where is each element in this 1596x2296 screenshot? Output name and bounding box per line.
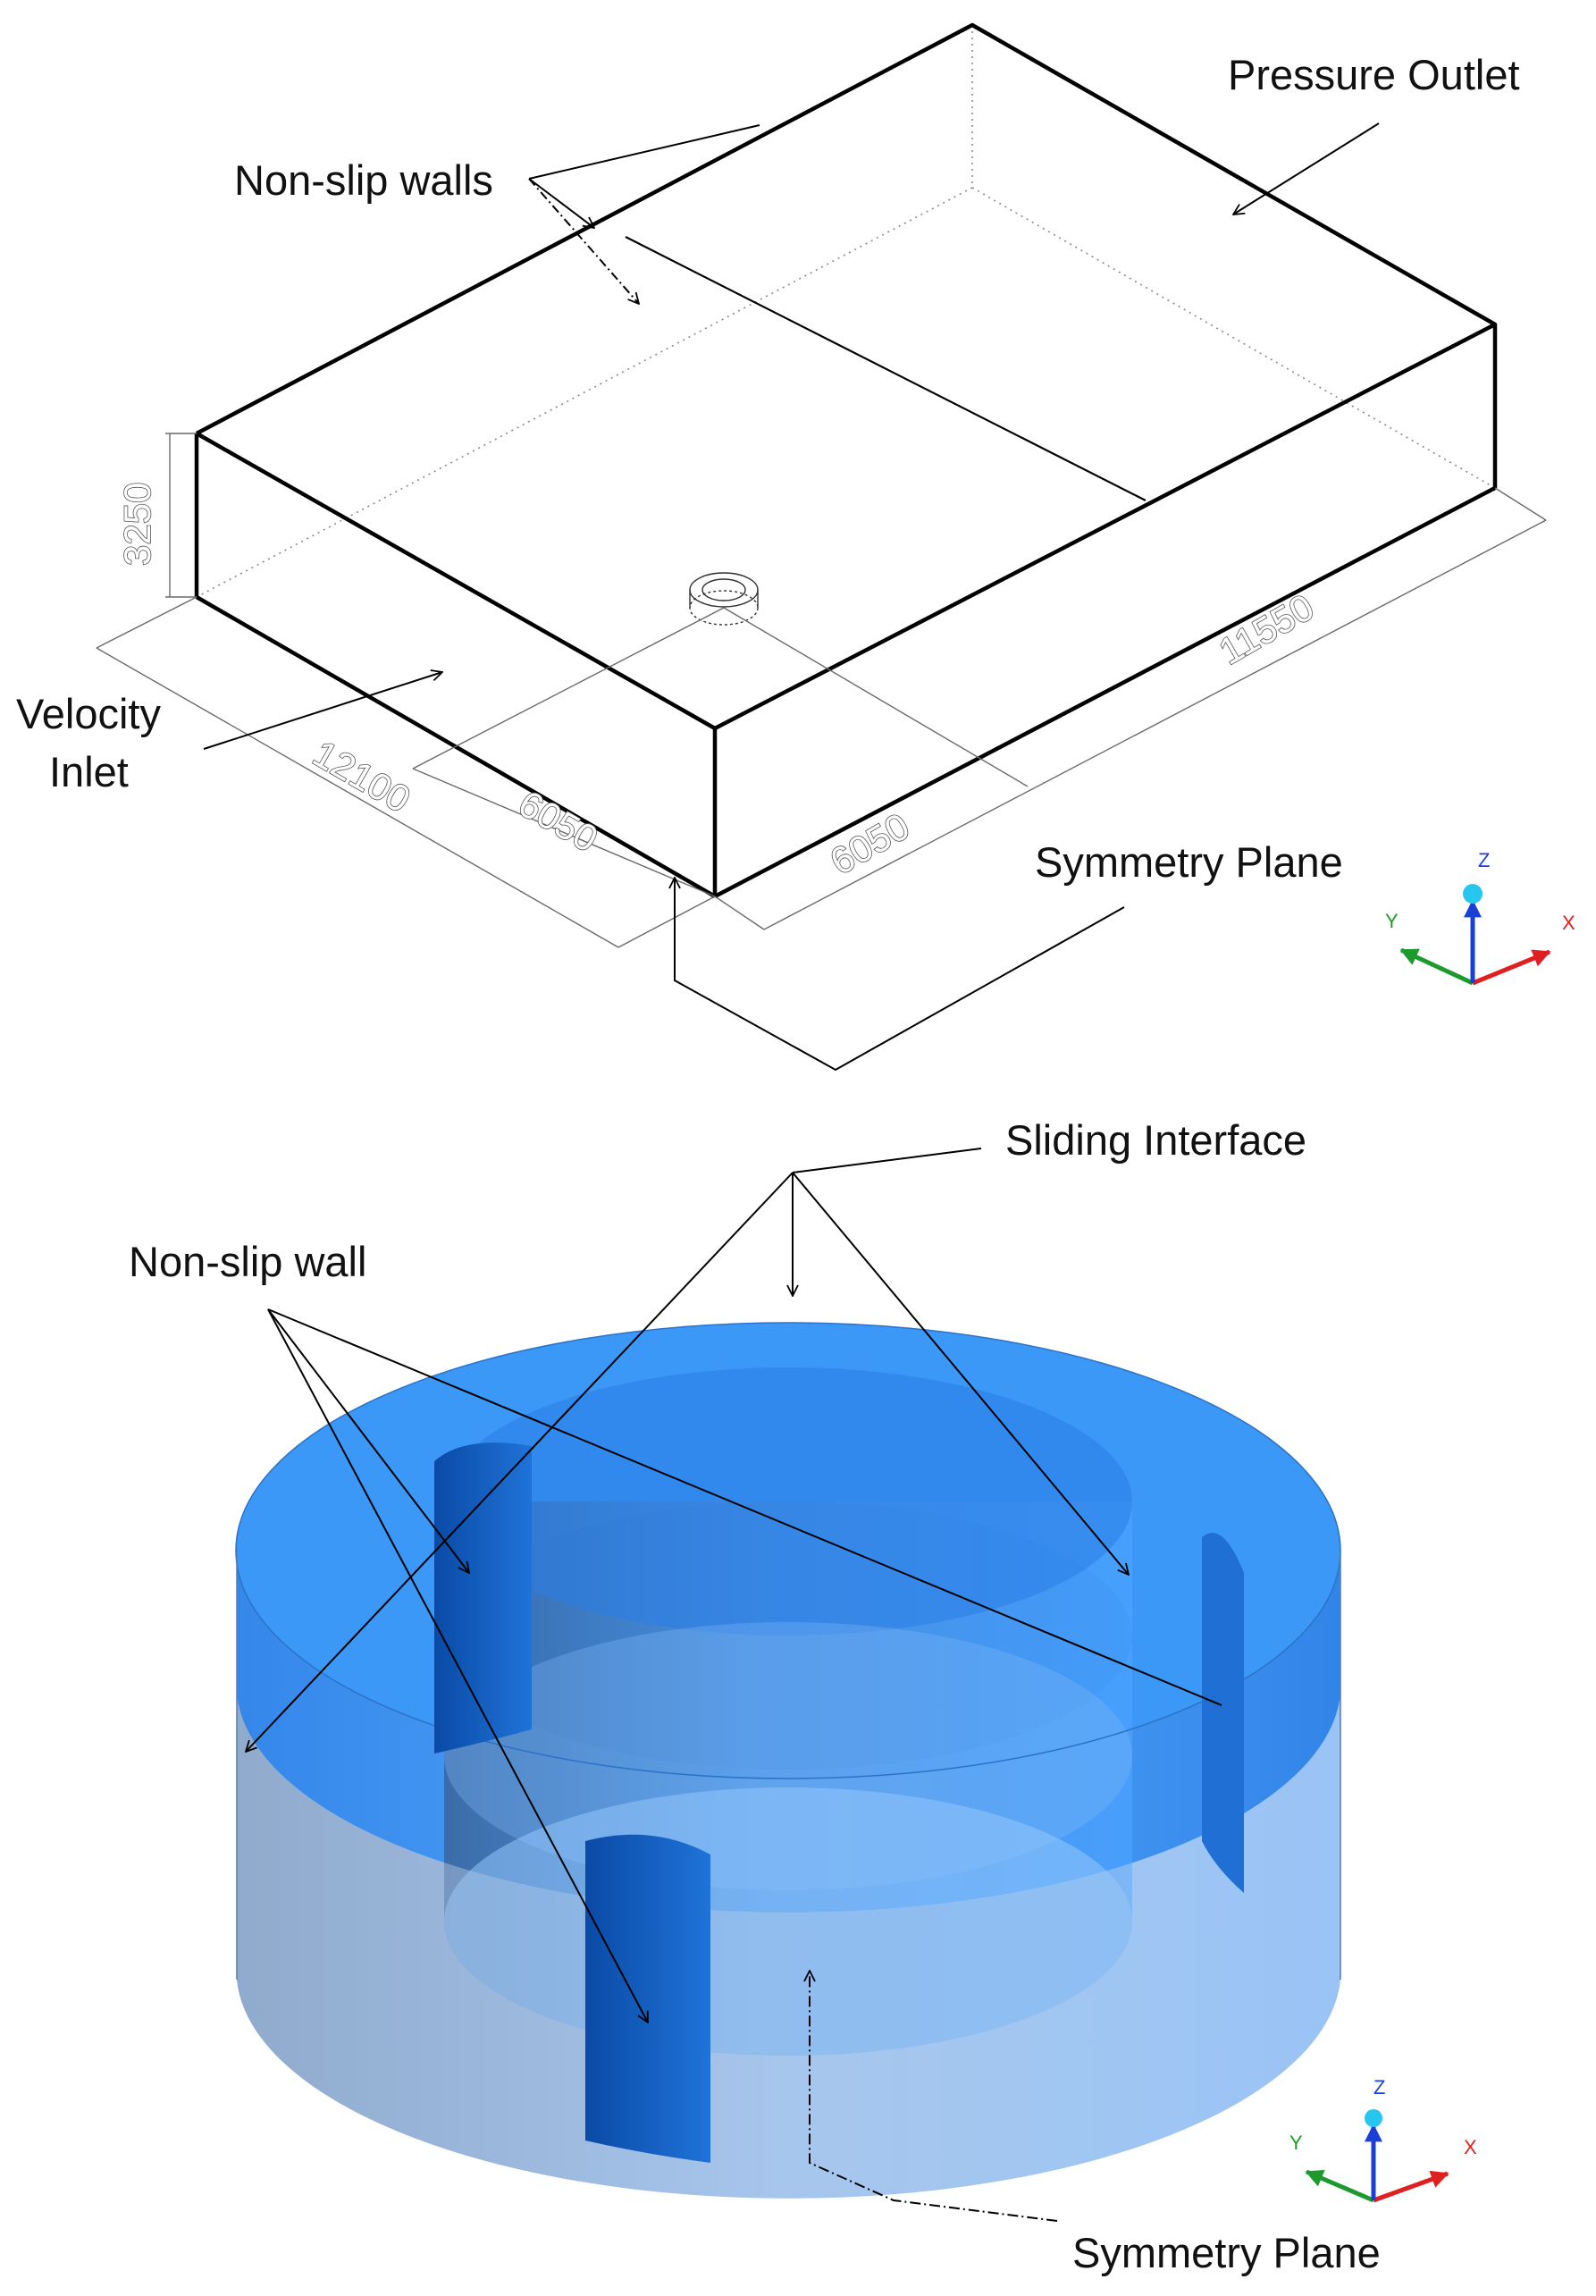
bottom-leader-lines: [246, 1148, 1222, 2222]
dim-half-width-left: 6050: [512, 782, 605, 860]
blade-right: [1202, 1533, 1244, 1893]
label-non-slip-walls: Non-slip walls: [234, 156, 493, 204]
turbine-marker: [689, 572, 759, 626]
axis-triad-top: X Y Z: [1385, 849, 1575, 986]
axis-y-label: Y: [1385, 910, 1399, 932]
label-non-slip-wall: Non-slip wall: [129, 1238, 366, 1285]
label-symmetry-plane-top: Symmetry Plane: [1035, 838, 1343, 886]
axis-y-label-bottom: Y: [1289, 2132, 1303, 2154]
blade-front: [585, 1834, 710, 2163]
blade-left: [434, 1442, 532, 1754]
axis-triad-bottom: X Y Z: [1289, 2076, 1477, 2203]
axis-x-label-bottom: X: [1464, 2136, 1477, 2158]
label-symmetry-plane-bottom: Symmetry Plane: [1072, 2229, 1381, 2276]
axis-x-label: X: [1562, 912, 1575, 934]
label-pressure-outlet: Pressure Outlet: [1228, 51, 1520, 98]
dim-width-total: 12100: [307, 732, 418, 820]
hidden-edges: [196, 25, 1496, 598]
axis-z-label-bottom: Z: [1373, 2076, 1385, 2098]
axis-z-label: Z: [1478, 849, 1490, 871]
label-velocity-inlet-line2: Inlet: [49, 748, 129, 795]
label-velocity-inlet-line1: Velocity: [16, 690, 161, 737]
dimension-lines: [96, 433, 1547, 948]
cylindrical-domain: [235, 1322, 1341, 2199]
dim-length: 11550: [1212, 585, 1321, 673]
top-leader-lines: [203, 122, 1380, 1072]
label-sliding-interface: Sliding Interface: [1005, 1116, 1306, 1164]
dim-height: 3250: [116, 483, 158, 566]
